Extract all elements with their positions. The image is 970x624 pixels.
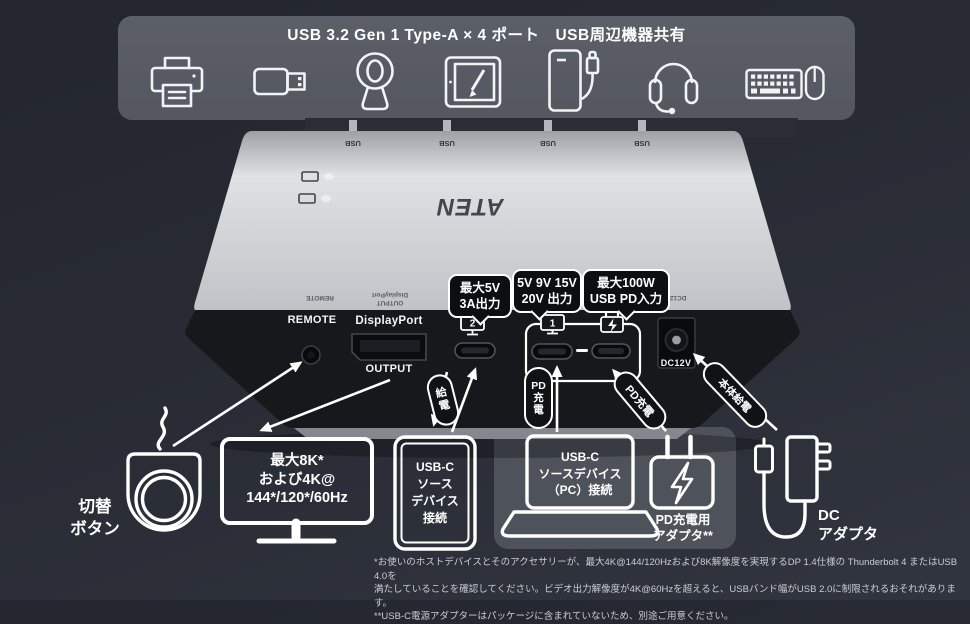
printer-icon (150, 56, 204, 108)
usb-peripheral-panel: USB 3.2 Gen 1 Type-A × 4 ポート USB周辺機器共有 (118, 16, 855, 120)
portable-ssd-icon (548, 49, 600, 112)
svg-text:OUTPUT: OUTPUT (377, 299, 404, 306)
usb-port-notch (544, 120, 552, 137)
tablet-pen-icon (444, 56, 501, 108)
svg-text:DisplayPort: DisplayPort (371, 291, 408, 298)
peripheral-icon-row (148, 46, 825, 118)
usb-edge-labels: USB USB USB USB (345, 139, 650, 148)
power-feed-pill: 給 電 (424, 371, 462, 429)
switch-button-label: 切替 ボタン (70, 498, 120, 538)
headset-icon (648, 62, 698, 115)
svg-text:USB: USB (634, 139, 650, 148)
displayport-port (351, 333, 427, 361)
tablet-source-label: USB-C ソース デバイス 接続 (411, 460, 459, 525)
usb-c-port-2 (454, 342, 496, 359)
monitor-1-icon: 1 (540, 314, 565, 335)
usb-drive-icon (252, 67, 306, 96)
displayport-arrow (259, 378, 391, 432)
usb-port-notch (638, 120, 646, 137)
pd-adapter-label: PD充電用 アダプタ** (653, 513, 713, 543)
product-infographic: { "top_panel": { "title": "USB 3.2 Gen 1… (0, 0, 970, 600)
keyboard-mouse-icon (745, 65, 825, 101)
switch-button-icon (126, 406, 202, 532)
webcam-icon (356, 52, 394, 111)
laptop-source-label: USB-C ソースデバイス （PC）接続 (538, 450, 622, 497)
pd-charge-pill: PD 充 電 (524, 367, 553, 429)
remote-label: REMOTE (287, 314, 337, 326)
panel-title: USB 3.2 Gen 1 Type-A × 4 ポート USB周辺機器共有 (287, 27, 686, 44)
callout-usb-c-out2: 最大5V 3A出力 (448, 274, 512, 318)
dc-adapter-label: DC アダプタ (818, 507, 879, 543)
remote-arrow (172, 361, 303, 448)
port-indicator-leds (298, 171, 334, 204)
remote-jack (301, 345, 321, 365)
svg-text:REMOTE: REMOTE (305, 294, 333, 301)
usb-port-notch (443, 120, 451, 137)
svg-text:USB: USB (540, 139, 556, 148)
aten-logo: ATEN (436, 193, 505, 220)
svg-text:USB: USB (439, 139, 455, 148)
svg-text:USB: USB (345, 139, 361, 148)
unit-power-pill: 本体給電 (697, 357, 773, 433)
callout-pd-input: 最大100W USB PD入力 (582, 269, 670, 313)
dc12v-label: DC12V (660, 358, 692, 368)
footnotes: *お使いのホストデバイスとそのアクセサリーが、最大4K@144/120Hzおよび… (374, 557, 958, 622)
displayport-label: DisplayPort (355, 315, 423, 327)
callout-usb-c-out1: 5V 9V 15V 20V 出力 (512, 269, 582, 313)
monitor-spec-label: 最大8K* および4K@ 144*/120*/60Hz (246, 453, 348, 506)
svg-text:1: 1 (550, 319, 556, 330)
usb-port-notch (349, 120, 357, 137)
svg-text:ATEN: ATEN (436, 193, 505, 220)
pd-charge-diagonal-pill: PD充電 (608, 366, 672, 435)
output-label: OUTPUT (365, 363, 413, 375)
